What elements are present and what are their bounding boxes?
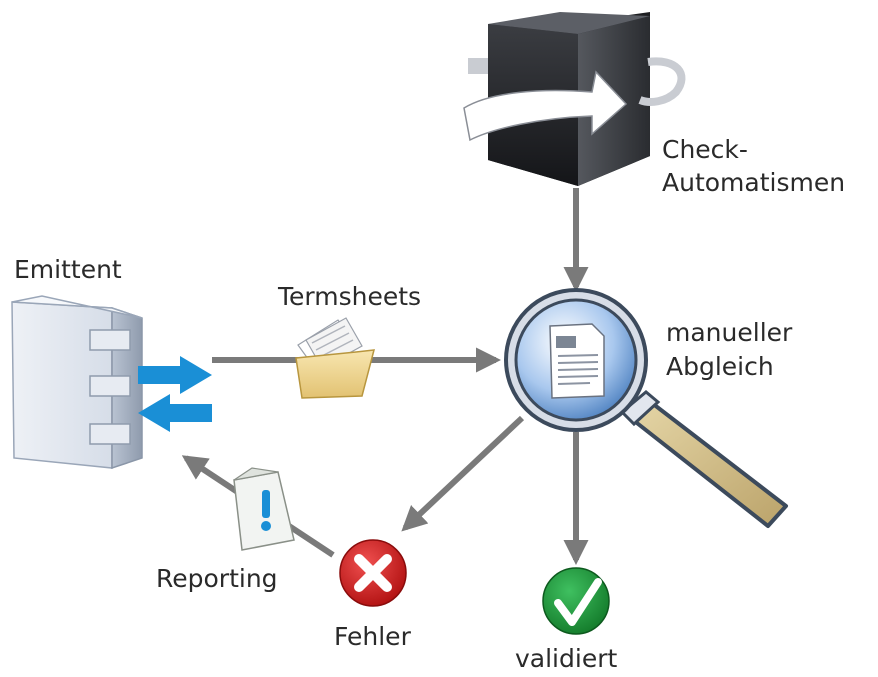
magnifier-handle	[619, 390, 788, 528]
black-box-icon	[463, 12, 686, 186]
folder-icon	[295, 317, 376, 399]
magnifier-icon	[504, 288, 648, 432]
server-cabinet-icon	[11, 295, 143, 470]
label-check-line2: Automatismen	[662, 168, 846, 197]
label-check-line1: Check-	[662, 135, 748, 164]
label-manual-line2: Abgleich	[666, 352, 774, 381]
label-validiert: validiert	[515, 644, 618, 673]
report-doc-icon	[233, 467, 295, 551]
label-reporting: Reporting	[156, 564, 278, 593]
label-emittent: Emittent	[14, 255, 122, 284]
arrow-manual-to-fehler	[401, 415, 525, 532]
check-icon	[542, 567, 610, 635]
rotation-arrow	[468, 58, 488, 74]
label-termsheets: Termsheets	[278, 282, 422, 311]
exchange-arrows-icon	[138, 356, 212, 432]
label-fehler: Fehler	[334, 622, 411, 651]
error-icon	[339, 539, 407, 607]
label-manual-line1: manueller	[666, 318, 793, 347]
